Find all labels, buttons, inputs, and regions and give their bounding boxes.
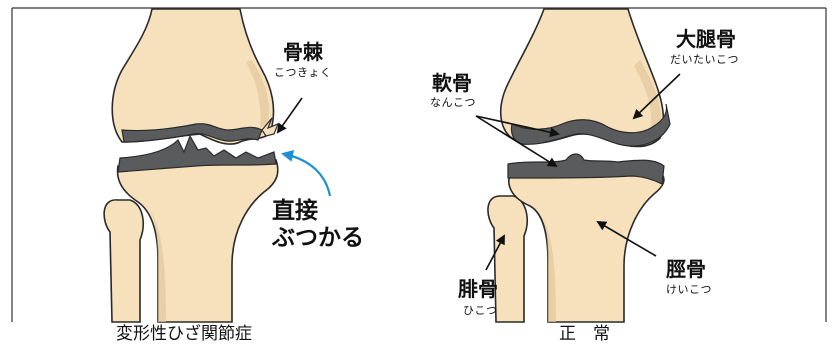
fibula-label: 腓骨 <box>458 278 498 300</box>
osteophyte-label: 骨棘 <box>283 41 323 63</box>
right-tibia <box>509 174 664 322</box>
right-knee <box>488 9 670 322</box>
left-tibia <box>118 160 278 322</box>
caption-normal: 正 常 <box>559 324 610 344</box>
left-fibula <box>104 200 143 322</box>
caption-osteoarthritis: 変形性ひざ関節症 <box>116 324 252 344</box>
femur-label: 大腿骨 <box>676 28 736 50</box>
tibia-label: 脛骨 <box>666 258 706 280</box>
osteophyte-reading: こつきょく <box>274 66 332 79</box>
femur-reading: だいたいこつ <box>670 53 739 66</box>
cartilage-reading: なんこつ <box>430 96 476 109</box>
direct-contact-arrow <box>284 154 330 196</box>
osteophyte-arrow <box>278 98 302 132</box>
left-femur <box>112 9 273 144</box>
cartilage-label: 軟骨 <box>432 72 472 94</box>
left-knee <box>104 9 278 322</box>
fibula-reading: ひこつ <box>463 304 498 317</box>
tibia-reading: けいこつ <box>666 283 712 296</box>
direct-contact-label-line1: 直接 <box>272 198 318 225</box>
direct-contact-label-line2: ぶつかる <box>272 225 364 252</box>
